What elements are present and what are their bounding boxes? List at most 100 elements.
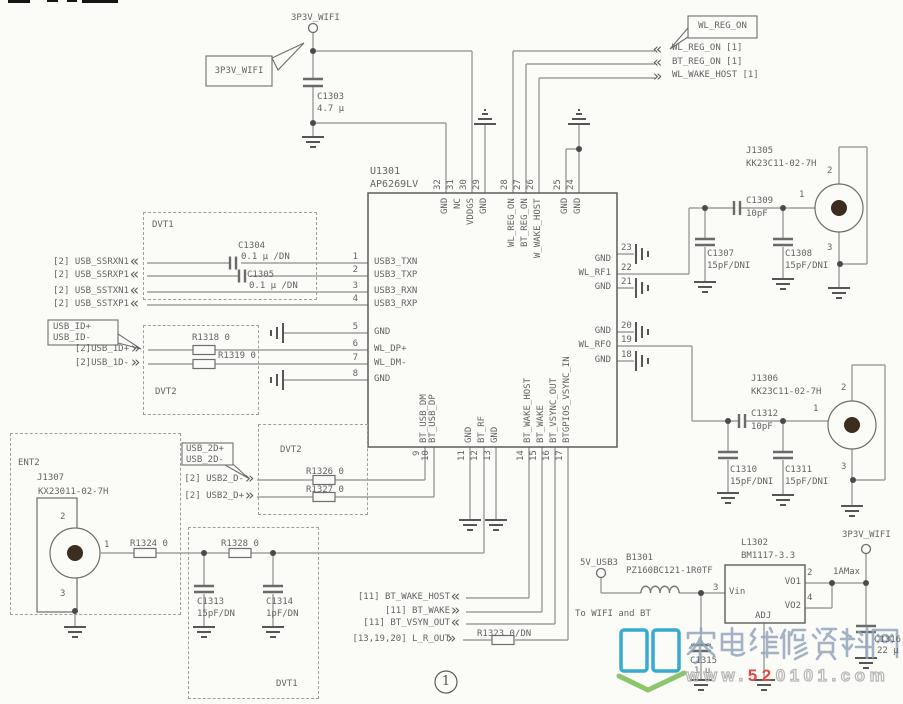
scan-artifact — [8, 0, 30, 3]
pin-label: GND — [594, 254, 611, 264]
sig-bt-reg-on: BT_REG_ON [1] — [672, 57, 743, 67]
pin-label: GND — [594, 355, 611, 365]
pin-label: GND — [573, 197, 583, 214]
pin-number: 4 — [352, 294, 358, 304]
net-label: [2] USB_SSRXP1 — [53, 270, 129, 280]
l1302-adj: ADJ — [755, 611, 772, 621]
l1302-vo2: VO2 — [784, 601, 801, 611]
j1306-pin2: 2 — [841, 383, 847, 393]
pin-label: VDDGS — [466, 197, 476, 225]
j1305-part: KK23C11-02-7H — [746, 159, 817, 169]
pin-label: WL_DM- — [374, 358, 407, 368]
pin-label: WL_REG_ON — [507, 198, 517, 247]
watermark-cn-strokes — [686, 626, 899, 665]
note-to-wifi-bt: To WIFI and BT — [575, 609, 651, 619]
net-label: [2]USB_1D- — [74, 358, 129, 368]
arrow-out-icon: » — [131, 353, 140, 371]
pin-label: WL_DP+ — [374, 344, 407, 354]
dvt1-box-top — [143, 212, 317, 300]
current-label: 1AMax — [833, 567, 861, 577]
net-3p3v-wifi-top: 3P3V_WIFI — [291, 13, 340, 23]
dvt1-box-bottom — [188, 527, 319, 699]
r1318-label: R1318 0 — [192, 333, 230, 343]
ent2-label: ENT2 — [18, 458, 40, 468]
c1308-value: 15pF/DNI — [785, 261, 829, 271]
pin-number: 10 — [421, 450, 431, 461]
pin-number: 16 — [542, 450, 552, 461]
net-label: [13,19,20] L_R_OUT — [352, 634, 450, 644]
pin-label: BT_WAKE_HOST — [523, 377, 533, 443]
j1307-pin2: 2 — [60, 512, 66, 522]
r1323-label: R1323 0/DN — [477, 629, 532, 639]
callout-shapes — [47, 15, 758, 479]
page-number: 1 — [441, 674, 451, 689]
j1305-pin2: 2 — [827, 166, 833, 176]
pin-number: 3 — [352, 281, 358, 291]
net-3p3v-wifi-right: 3P3V_WIFI — [842, 530, 891, 540]
j1305-connector — [814, 183, 864, 233]
pin-number: 23 — [621, 243, 632, 253]
net-label: [11] BT_VSYN_OUT — [363, 618, 450, 628]
r1326-label: R1326 0 — [306, 467, 344, 477]
net-label: [2] USB_SSRXN1 — [53, 257, 129, 267]
pin-number: 11 — [457, 450, 467, 461]
c1312-value: 10pF — [751, 422, 773, 432]
r1328-label: R1328 0 — [221, 539, 259, 549]
l1302-body — [724, 564, 806, 624]
pin-number: 18 — [621, 350, 632, 360]
pin-label: W_WAKE_HOST — [533, 198, 543, 258]
u1301-part: AP6269LV — [370, 179, 419, 190]
j1305-ref: J1305 — [746, 146, 774, 156]
u1301-body — [367, 192, 618, 448]
net-label: [2] USB_SSTXN1 — [53, 286, 129, 296]
watermark-url-rest: 0101.com — [775, 665, 890, 685]
j1307-pin1: 1 — [104, 540, 110, 550]
pin-number: 17 — [555, 450, 565, 461]
c1303-ref: C1303 — [317, 92, 345, 102]
pin-label: GND — [479, 197, 489, 214]
pin-number: 30 — [459, 179, 469, 190]
power-terminals — [307, 22, 872, 579]
pin-label: BT_USB_DP — [428, 394, 438, 443]
j1305-pin3: 3 — [827, 243, 833, 253]
c1307-value: 15pF/DNI — [707, 261, 751, 271]
pin-number: 4 — [807, 593, 813, 603]
pin-number: 24 — [566, 179, 576, 190]
j1305-pin1: 1 — [799, 190, 805, 200]
scan-artifact — [67, 0, 77, 2]
pin-number: 22 — [621, 263, 632, 273]
pin-number: 26 — [526, 179, 536, 190]
dvt2-label: DVT2 — [155, 387, 177, 397]
pin-number: 29 — [472, 179, 482, 190]
net-label: [2] USB_SSTXP1 — [53, 299, 129, 309]
resistors — [133, 344, 515, 646]
c1311-value: 15pF/DNI — [785, 477, 829, 487]
pin-label: BTGPIOS_VSYNC_IN — [562, 356, 572, 443]
j1306-pin3: 3 — [841, 462, 847, 472]
j1307-connector — [36, 497, 101, 613]
watermark-url: www.520101.com — [685, 665, 890, 686]
c1310-value: 15pF/DNI — [730, 477, 774, 487]
arrow-out-icon: » — [245, 486, 254, 504]
arrow-in-icon: « — [451, 587, 460, 605]
pin-label: GND — [490, 426, 500, 443]
pin-label: USB3_TXP — [374, 270, 418, 280]
arrow-out-icon: » — [451, 601, 460, 619]
j1306-ref: J1306 — [751, 374, 779, 384]
c1304-value: 0.1 µ /DN — [241, 252, 290, 262]
pin-label: GND — [440, 197, 450, 214]
sig-wl-reg-on: WL_REG_ON [1] — [672, 43, 743, 53]
j1307-ref: J1307 — [37, 473, 65, 483]
pin-label: USB3_TXN — [374, 257, 418, 267]
c1308-ref: C1308 — [785, 249, 813, 259]
callout-usb-2d: USB_2D+ — [186, 444, 224, 454]
scan-artifact — [47, 0, 58, 2]
pin-number: 27 — [513, 179, 523, 190]
c1305-ref: C1305 — [247, 270, 275, 280]
net-label: [2] USB2_D- — [184, 474, 244, 484]
pin-number: 14 — [516, 450, 526, 461]
b1301-ref: B1301 — [626, 553, 654, 563]
dvt2-label: DVT2 — [280, 445, 302, 455]
arrow-out-icon: » — [653, 67, 662, 85]
c1310-ref: C1310 — [730, 465, 758, 475]
